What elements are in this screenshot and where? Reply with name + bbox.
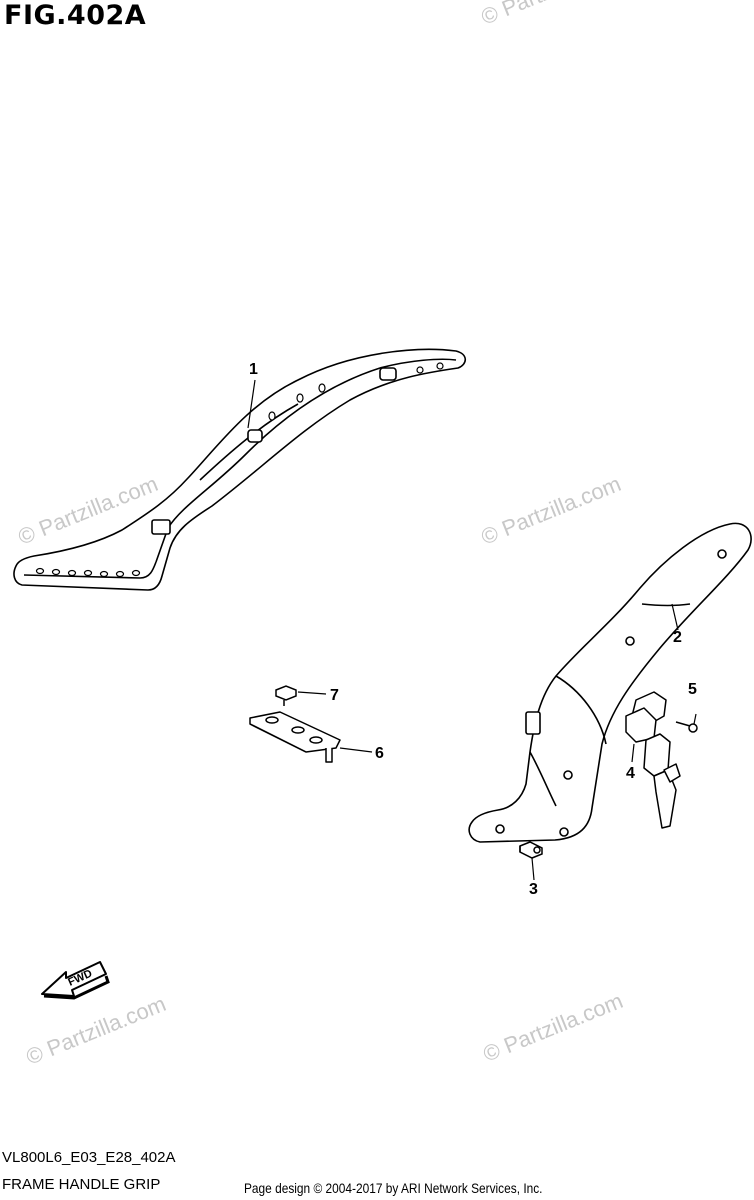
figure-code: VL800L6_E03_E28_402A: [2, 1149, 176, 1166]
callout-5: 5: [688, 681, 697, 698]
fwd-arrow-icon: FWD: [41, 961, 110, 1000]
part-5-screw: [675, 721, 698, 733]
callout-3: 3: [529, 881, 538, 898]
callout-6: 6: [375, 745, 384, 762]
figure-name: FRAME HANDLE GRIP: [2, 1176, 161, 1193]
part-2-right-handle-grip: [468, 522, 752, 843]
part-6-bracket-plate: [249, 711, 341, 763]
watermark: © Partzilla.com: [478, 471, 625, 550]
watermarks: © Partzilla.com © Partzilla.com © Partzi…: [15, 0, 627, 1070]
watermark: © Partzilla.com: [23, 991, 170, 1070]
callout-4: 4: [626, 765, 635, 782]
part-7-bolt: [275, 685, 297, 706]
watermark: © Partzilla.com: [480, 988, 627, 1067]
part-3-bolt: [519, 841, 543, 859]
watermark: © Partzilla.com: [478, 0, 625, 30]
callout-2: 2: [673, 629, 682, 646]
callout-7: 7: [330, 687, 339, 704]
leader-lines: [247, 379, 697, 881]
callout-1: 1: [249, 361, 258, 378]
part-4-clamp-assembly: [625, 691, 681, 829]
part-1-left-handle-grip: [13, 348, 467, 591]
page-credit: Page design © 2004-2017 by ARI Network S…: [244, 1180, 543, 1196]
callouts: 1 2 3 4 5 6 7: [249, 361, 697, 898]
figure-title: FIG.402A: [4, 0, 147, 31]
